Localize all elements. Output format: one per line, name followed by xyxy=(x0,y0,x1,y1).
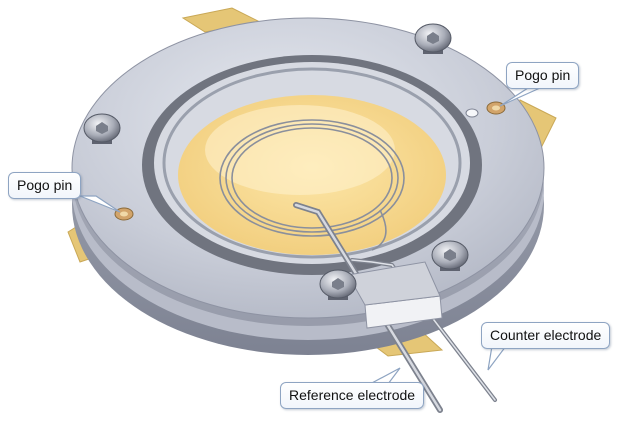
callout-counter-electrode: Counter electrode xyxy=(481,322,611,349)
liquid-highlight xyxy=(205,105,395,195)
screw-left xyxy=(83,113,121,144)
cell-well xyxy=(142,55,482,275)
pogo-pin-right xyxy=(486,101,506,115)
screw-bottom-right xyxy=(431,240,469,271)
alignment-hole xyxy=(465,108,479,118)
leader-pogo-left xyxy=(79,195,121,213)
screw-bottom-center xyxy=(319,269,357,300)
callout-pogo-pin-left: Pogo pin xyxy=(8,172,82,199)
inner-ring-groove xyxy=(162,67,462,259)
electrode-coil xyxy=(219,119,405,251)
screw-top xyxy=(414,23,452,54)
screws xyxy=(83,23,469,300)
leader-counter xyxy=(487,345,508,371)
callout-pogo-pin-right: Pogo pin xyxy=(506,62,580,89)
callout-reference-electrode: Reference electrode xyxy=(280,382,425,409)
electrode-rods xyxy=(293,202,497,413)
callout-leaders xyxy=(79,87,541,385)
connector-block xyxy=(347,261,443,329)
